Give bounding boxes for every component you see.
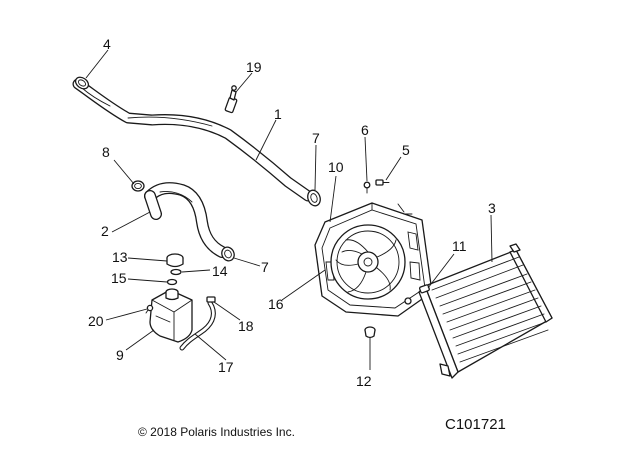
- callout-17: 17: [218, 359, 234, 375]
- drawing-code: C101721: [445, 416, 506, 433]
- hose-clamp-lower-left: [131, 180, 145, 192]
- callout-15: 15: [111, 270, 127, 286]
- hose-clamp-lower-right: [221, 246, 235, 262]
- tube-clamp: [206, 296, 216, 303]
- upper-hose: [72, 78, 314, 202]
- shroud-fastener-bottom: [404, 297, 412, 305]
- overflow-tube: [179, 300, 216, 351]
- hose-clamp-fan: [307, 189, 321, 207]
- lower-hose: [144, 182, 228, 258]
- callout-12: 12: [356, 373, 372, 389]
- callout-11: 11: [452, 238, 467, 254]
- callout-13: 13: [112, 249, 128, 265]
- coolant-reservoir: [149, 288, 193, 343]
- callout-4: 4: [103, 36, 111, 52]
- callout-20: 20: [88, 313, 104, 329]
- callout-6: 6: [361, 122, 369, 138]
- cooling-fan: [330, 224, 406, 300]
- callout-8: 8: [102, 144, 110, 160]
- shroud-bolt: [375, 179, 390, 186]
- callout-16: 16: [268, 296, 284, 312]
- cap-gasket: [170, 268, 182, 276]
- callout-3: 3: [488, 200, 496, 216]
- callout-14: 14: [212, 263, 228, 279]
- callout-7b: 7: [261, 259, 269, 275]
- callout-19: 19: [246, 59, 262, 75]
- copyright-notice: © 2018 Polaris Industries Inc.: [138, 425, 295, 439]
- grommet: [364, 326, 376, 339]
- reservoir-screw: [145, 304, 154, 314]
- callout-5: 5: [402, 142, 410, 158]
- shroud-screw: [363, 181, 371, 194]
- callout-10: 10: [328, 159, 344, 175]
- callout-labels: 1 2 3 4 5 6 7 7 8 9 10 11 12 13 14 15 16…: [88, 36, 496, 389]
- leader-lines: [85, 49, 493, 370]
- hose-clamp-upper: [74, 76, 90, 90]
- callout-7a: 7: [312, 130, 320, 146]
- callout-2: 2: [101, 223, 109, 239]
- reservoir-cap: [166, 253, 184, 268]
- callout-1: 1: [274, 106, 282, 122]
- callout-18: 18: [238, 318, 254, 334]
- reservoir-neck-seal: [166, 278, 178, 286]
- bleed-fitting: [224, 85, 238, 114]
- radiator: [418, 243, 553, 379]
- callout-9: 9: [116, 347, 124, 363]
